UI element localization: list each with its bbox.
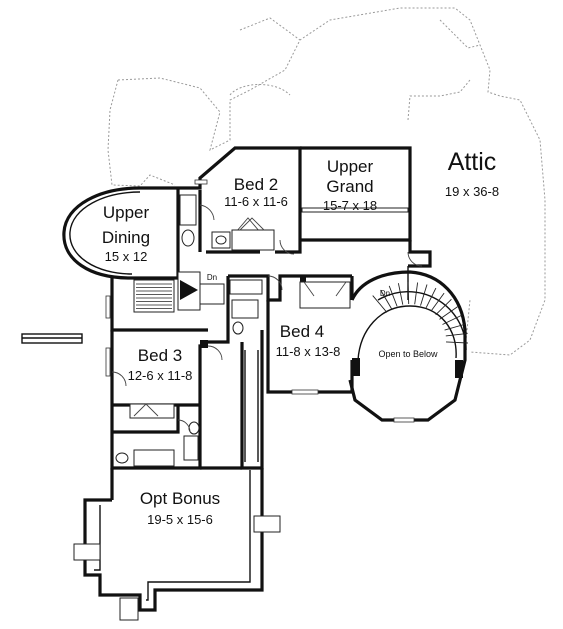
spiral-stair-tread bbox=[425, 287, 437, 309]
upper-dining-name-line2: Dining bbox=[102, 228, 150, 247]
attic-size: 19 x 36-8 bbox=[445, 184, 499, 199]
attic-name: Attic bbox=[448, 148, 497, 176]
spiral-stair-tread bbox=[445, 332, 468, 337]
walls bbox=[21, 146, 467, 612]
upper-grand-size: 15-7 x 18 bbox=[323, 198, 377, 213]
bed4-size: 11-8 x 13-8 bbox=[276, 344, 341, 359]
dn-main-label: Dn bbox=[207, 273, 217, 282]
main-stair bbox=[133, 271, 225, 313]
spiral-stair-tread bbox=[444, 323, 466, 331]
wall-stubs bbox=[200, 276, 463, 378]
spiral-stair-tread bbox=[388, 285, 398, 307]
windows bbox=[105, 179, 415, 423]
spiral-stair-tread bbox=[420, 284, 428, 306]
upper-grand-name-line2: Grand bbox=[326, 177, 373, 196]
spiral-stair-tread bbox=[439, 306, 458, 320]
spiral-stair-tread bbox=[430, 292, 445, 312]
upper-dining-size: 15 x 12 bbox=[105, 249, 148, 264]
fixtures bbox=[115, 194, 409, 467]
opt-bonus-name: Opt Bonus bbox=[140, 489, 220, 508]
spiral-stair bbox=[372, 281, 468, 351]
bed3-name: Bed 3 bbox=[138, 346, 182, 365]
spiral-stair-tread bbox=[445, 341, 468, 344]
spiral-stair-tread bbox=[380, 289, 393, 310]
spiral-stair-tread bbox=[407, 281, 410, 305]
open-to-below-label: Open to Below bbox=[378, 349, 438, 359]
dn-spiral-label: Dn bbox=[380, 289, 390, 298]
upper-dining-name-line1: Upper bbox=[103, 203, 150, 222]
spiral-stair-tread bbox=[397, 283, 404, 305]
upper-grand-name-line1: Upper bbox=[327, 157, 374, 176]
bonus-bump-outs bbox=[73, 515, 281, 621]
spiral-stair-tread bbox=[442, 314, 463, 325]
opt-bonus-size: 19-5 x 15-6 bbox=[147, 512, 213, 527]
spiral-stair-tread bbox=[372, 295, 388, 313]
bed2-name: Bed 2 bbox=[234, 175, 278, 194]
spiral-stair-tread bbox=[414, 282, 419, 305]
bed3-size: 12-6 x 11-8 bbox=[128, 368, 193, 383]
bed4-name: Bed 4 bbox=[280, 322, 324, 341]
spiral-stair-tread bbox=[435, 298, 452, 316]
door-swings bbox=[111, 204, 423, 433]
bed2-size: 11-6 x 11-6 bbox=[224, 194, 288, 209]
room-labels: Attic 19 x 36-8 Bed 2 11-6 x 11-6 Upper … bbox=[102, 148, 499, 527]
